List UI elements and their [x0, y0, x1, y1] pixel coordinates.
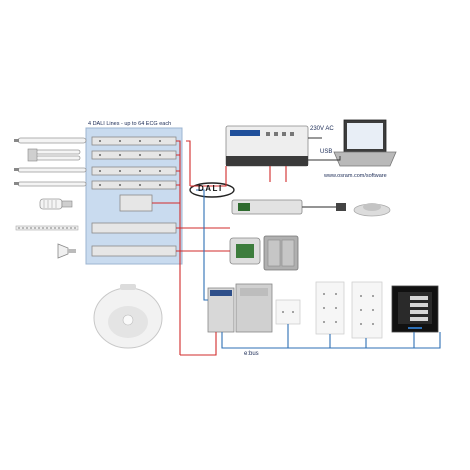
compact-fluorescent-lamp-icon: [27, 148, 81, 162]
ecg-unit: [91, 150, 177, 160]
dali-controller-icon: [225, 125, 309, 167]
ecg-module: [119, 194, 153, 212]
cable-connector-icon: [302, 203, 346, 211]
keypad-medium-icon: [315, 281, 345, 335]
ceiling-spot-icon: [353, 203, 391, 217]
url-label: www.osram.com/software: [324, 173, 387, 179]
dali-dimmer-module-icon: [231, 199, 303, 215]
ceiling-sensor-icon: [93, 284, 163, 349]
linear-tube-lamp-icon: [14, 137, 87, 144]
ecg-unit: [91, 222, 177, 234]
ecg-unit: [91, 245, 177, 257]
gateway-icon: [235, 283, 273, 333]
spiral-cfl-lamp-icon: [39, 198, 73, 210]
ebus-wiring: [196, 189, 441, 349]
keypad-large-icon: [351, 281, 383, 339]
ecg-unit-dots: [99, 140, 161, 186]
ecg-unit: [91, 166, 177, 176]
laptop-icon: [333, 119, 397, 167]
ecg-unit: [91, 136, 177, 146]
voltage-label: 230V AC: [310, 126, 334, 132]
keypad-small-icon: [275, 299, 301, 325]
controller-leads: [308, 137, 341, 161]
linear-tube-lamp-icon: [14, 167, 87, 173]
dali-logo-text: DALI: [198, 184, 223, 193]
led-strip-icon: [15, 225, 79, 231]
wall-switch-icon: [263, 235, 299, 271]
power-supply-icon: [207, 287, 235, 333]
linear-tube-lamp-icon: [14, 181, 87, 187]
dali-wiring: [152, 140, 287, 356]
touch-panel-icon: [391, 285, 439, 333]
usb-label: USB: [320, 149, 333, 155]
dali-lines-label: 4 DALI Lines - up to 64 ECG each: [88, 121, 172, 127]
ecg-unit: [91, 180, 177, 190]
halogen-lamp-icon: [57, 243, 76, 259]
push-button-coupler-icon: [229, 237, 261, 265]
ebus-label: e:bus: [244, 351, 259, 357]
